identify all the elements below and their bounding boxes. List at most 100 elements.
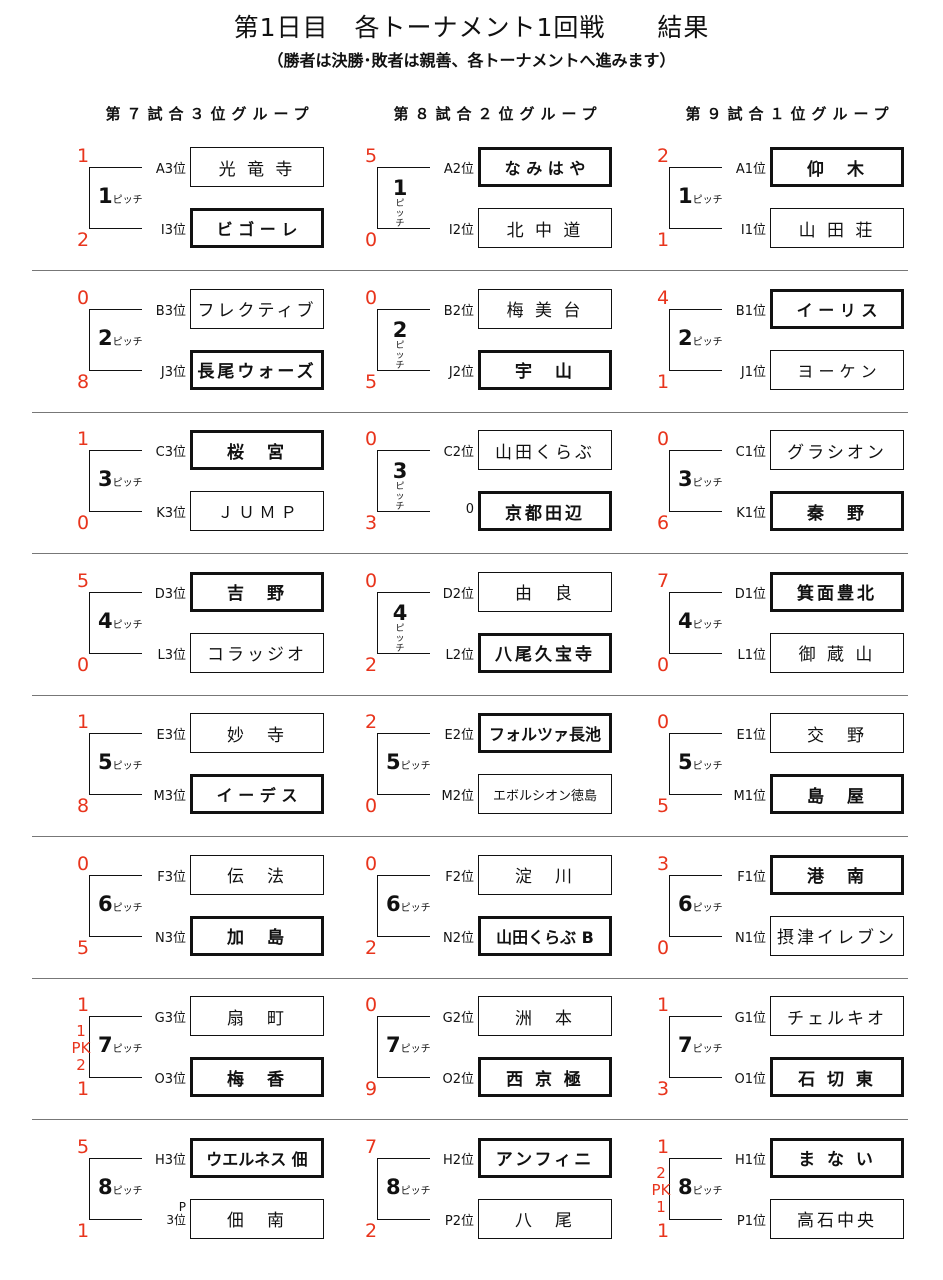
team-top: 伝 法	[190, 854, 324, 895]
row-divider	[32, 411, 908, 413]
score-bottom: 1	[76, 1219, 90, 1242]
score-top: 1	[76, 145, 90, 167]
pitch-number: 8ピッチ	[678, 1176, 723, 1203]
pitch-suffix: ピッチ	[400, 1044, 431, 1055]
pitch-number-value: 6	[678, 891, 693, 916]
column-heading: 第８試合２位グループ	[393, 105, 603, 123]
score-top: 2	[656, 145, 670, 167]
pitch-suffix: ピッチ	[395, 482, 405, 512]
pitch-number: 6ピッチ	[678, 893, 723, 920]
pitch-suffix: ピッチ	[395, 199, 405, 229]
pitch-number: 7ピッチ	[678, 1034, 723, 1061]
pitch-number-value: 3	[392, 459, 408, 483]
page-subtitle: （勝者は決勝･敗者は親善、各トーナメントへ進みます）	[267, 51, 676, 70]
pitch-number: 3ピッチ	[98, 468, 143, 495]
rank-label-top: F3位	[142, 865, 186, 885]
page-title: 第1日目 各トーナメント1回戦 結果	[233, 13, 710, 42]
score-bottom: 1	[656, 229, 670, 251]
score-top: 0	[364, 994, 378, 1016]
score-bottom: 9	[364, 1078, 378, 1100]
team-bottom: 高石中央	[770, 1198, 904, 1239]
team-bottom: 八尾久宝寺	[478, 632, 612, 673]
pitch-number-value: 8	[678, 1174, 693, 1199]
pitch-suffix: ピッチ	[692, 1185, 723, 1197]
rank-label-bottom: L1位	[722, 643, 766, 663]
pitch-number-value: 7	[678, 1033, 693, 1057]
pitch-number-value: 1	[678, 184, 693, 208]
score-bottom: 1	[656, 370, 670, 393]
pk-top: 2	[656, 1163, 666, 1182]
rank-label-bottom: O1位	[722, 1068, 766, 1087]
row-divider	[32, 694, 908, 696]
rank-label-top: B3位	[142, 299, 186, 319]
pitch-number-value: 6	[98, 891, 113, 916]
rank-label-bottom: M3位	[142, 785, 186, 804]
pitch-number: 8ピッチ	[386, 1176, 431, 1203]
row-divider	[32, 977, 908, 979]
pk-bottom: 2	[76, 1056, 86, 1074]
bracket-line	[89, 874, 150, 937]
score-bottom: 0	[364, 229, 378, 251]
pitch-suffix: ピッチ	[395, 623, 405, 654]
bracket-line	[377, 1016, 438, 1078]
score-bottom: 1	[76, 1078, 90, 1100]
rank-label-bottom: M2位	[430, 785, 474, 804]
pitch-number-value: 3	[98, 467, 113, 491]
bracket-line	[89, 167, 150, 229]
bracket-line	[669, 1016, 730, 1078]
pitch-suffix: ピッチ	[692, 195, 723, 206]
score-top: 5	[76, 569, 90, 592]
score-bottom: 3	[364, 512, 378, 534]
rank-label-bottom: K1位	[722, 502, 766, 521]
score-bottom: 5	[656, 795, 670, 817]
pitch-number: 1ピッチ	[678, 185, 723, 212]
pitch-number-value: 4	[392, 600, 408, 625]
pitch-number-value: 6	[386, 891, 401, 916]
bracket-line	[377, 450, 438, 512]
rank-label-bottom: K3位	[142, 502, 186, 521]
rank-label-top: C1位	[722, 441, 766, 460]
pk-label: PK	[651, 1180, 671, 1199]
rank-label-top: A3位	[142, 158, 186, 177]
pitch-number: 5ピッチ	[678, 751, 723, 778]
pitch-suffix: ピッチ	[400, 761, 431, 772]
rank-label-bottom: I3位	[142, 219, 186, 238]
rank-label-bottom: N1位	[722, 926, 766, 946]
team-top: 仰 木	[770, 147, 904, 187]
score-top: 0	[656, 711, 670, 733]
team-bottom: 京都田辺	[478, 491, 612, 531]
team-bottom: 北 中 道	[478, 208, 612, 248]
rank-label-bottom: I2位	[430, 219, 474, 238]
pitch-suffix: ピッチ	[692, 902, 723, 914]
rank-label-top: E3位	[142, 724, 186, 743]
score-top: 0	[76, 852, 90, 875]
rank-label-top: D2位	[430, 582, 474, 602]
pitch-number: 4ピッチ	[98, 610, 143, 637]
team-top: アンフィニ	[478, 1137, 612, 1178]
pitch-number-value: 7	[98, 1033, 113, 1057]
team-top: 桜 宮	[190, 430, 324, 470]
team-top: チェルキオ	[770, 996, 904, 1036]
team-top: な み は や	[478, 147, 612, 187]
pitch-number-value: 7	[386, 1033, 401, 1057]
score-top: 7	[656, 569, 670, 592]
pk-top: 1	[76, 1022, 86, 1040]
pitch-number: 7ピッチ	[98, 1034, 143, 1061]
bracket-line	[89, 1157, 150, 1220]
pitch-suffix: ピッチ	[400, 1185, 431, 1197]
score-bottom: 2	[364, 936, 378, 959]
team-top: 淀 川	[478, 854, 612, 895]
rank-label-bottom: N2位	[430, 926, 474, 946]
team-top: 光 竜 寺	[190, 147, 324, 187]
